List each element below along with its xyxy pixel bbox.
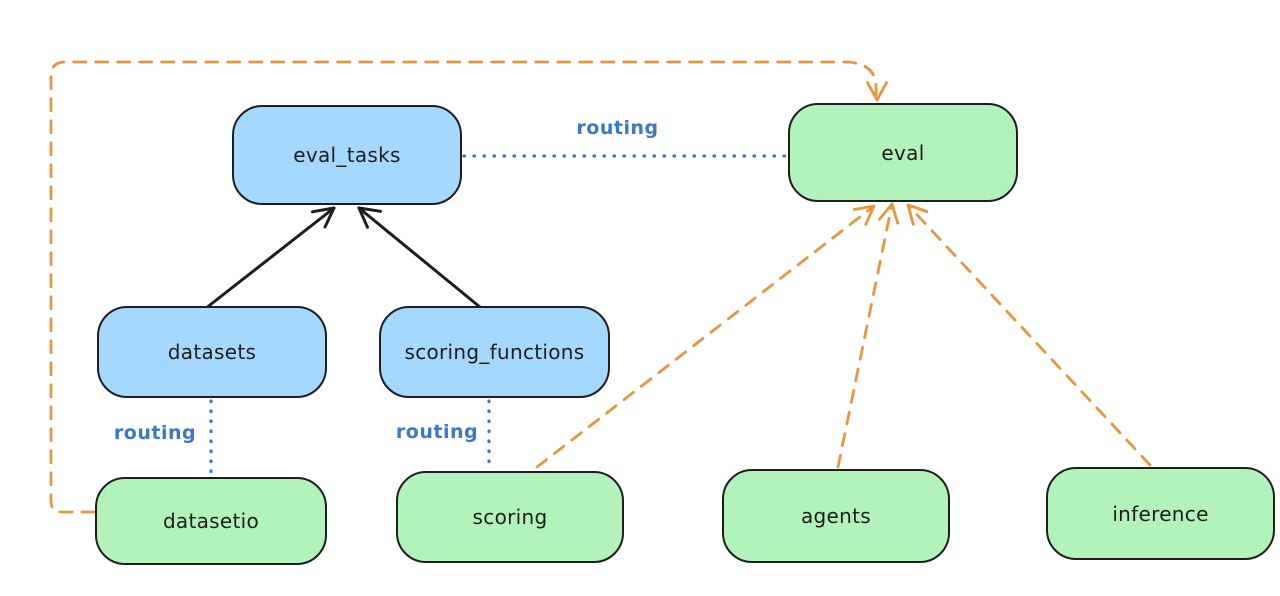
edge-agents-to-eval xyxy=(836,202,900,469)
node-inference: inference xyxy=(1046,467,1275,560)
edge-scoring-to-eval xyxy=(535,204,876,469)
node-eval-label: eval xyxy=(881,140,925,165)
node-datasetio: datasetio xyxy=(95,477,327,565)
node-scoring-label: scoring xyxy=(472,505,548,529)
node-scoring-functions-label: scoring_functions xyxy=(404,340,585,364)
node-agents: agents xyxy=(722,469,950,563)
node-eval-tasks-label: eval_tasks xyxy=(293,143,401,167)
routing-label-datasets-datasetio: routing xyxy=(113,422,197,444)
node-datasetio-label: datasetio xyxy=(162,509,260,533)
node-eval-tasks: eval_tasks xyxy=(232,105,462,205)
edge-scoring-functions-to-eval-tasks xyxy=(357,206,488,314)
edge-datasetio-to-eval xyxy=(49,60,888,514)
edge-inference-to-eval xyxy=(906,203,1152,467)
routing-label-eval-tasks-eval: routing xyxy=(576,117,659,139)
routing-label-scoring-functions-scoring: routing xyxy=(395,421,479,443)
node-agents-label: agents xyxy=(801,504,871,528)
node-scoring: scoring xyxy=(396,471,624,563)
node-eval: eval xyxy=(788,103,1018,202)
node-datasets-label: datasets xyxy=(167,340,257,364)
node-datasets: datasets xyxy=(97,306,327,398)
edge-datasets-to-eval-tasks xyxy=(199,206,336,314)
node-scoring-functions: scoring_functions xyxy=(379,306,610,398)
node-inference-label: inference xyxy=(1112,501,1209,526)
